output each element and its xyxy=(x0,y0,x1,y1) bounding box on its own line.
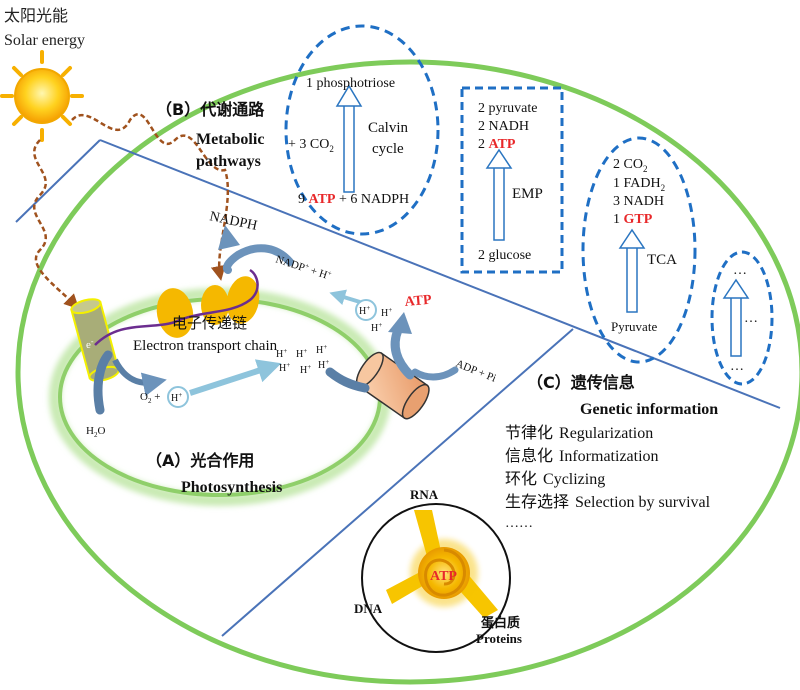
proton-label-7: H+ xyxy=(300,363,311,376)
tca-bottom: Pyruvate xyxy=(611,319,657,334)
emp-line1: 2 pyruvate xyxy=(478,101,537,116)
dogma-cycle-circle xyxy=(361,503,511,653)
atp-core xyxy=(418,547,470,599)
emp-up-arrow xyxy=(485,148,513,241)
proton-circle-2 xyxy=(167,386,189,408)
tca-line4: 1 GTP xyxy=(613,212,653,227)
electron-path xyxy=(94,268,259,346)
etc-protein-1 xyxy=(156,288,194,338)
section-a-label-cn: （A）光合作用 xyxy=(146,451,254,470)
atp-synthase-cylinder xyxy=(355,351,430,420)
cell-outline xyxy=(15,59,800,685)
section-c-label-cn: （C）遗传信息 xyxy=(527,373,635,392)
electron-label: e- xyxy=(86,337,94,351)
solar-label-en: Solar energy xyxy=(4,32,85,49)
atp-arrow-head xyxy=(388,312,412,334)
more-up-arrow xyxy=(722,278,750,357)
light-arrow-2 xyxy=(71,112,230,281)
genetic-ellipsis: …… xyxy=(505,516,533,531)
proton-label-8: H+ xyxy=(318,358,329,371)
water-label: H2O xyxy=(86,425,105,439)
emp-bottom: 2 glucose xyxy=(478,248,531,263)
adp-label: ADP + Pi xyxy=(454,358,498,385)
rna-label: RNA xyxy=(410,487,439,502)
water-split-arrow xyxy=(93,350,113,415)
tca-line1: 2 CO2 xyxy=(613,157,647,174)
divider-bc xyxy=(99,139,781,409)
calvin-name-1: Calvin xyxy=(368,120,408,136)
more-top: … xyxy=(733,263,747,278)
proton-label-4: H+ xyxy=(296,347,307,360)
nadph-arrow-head xyxy=(218,225,240,250)
tca-line2: 1 FADH2 xyxy=(613,176,665,193)
emp-line2: 2 NADH xyxy=(478,119,529,134)
atp-core-swirl xyxy=(424,548,466,597)
more-bottom: … xyxy=(730,359,744,374)
section-a-label-en: Photosynthesis xyxy=(181,479,282,496)
calvin-bottom: 9 ATP + 6 NADPH xyxy=(298,192,409,207)
proton-arrow xyxy=(189,359,282,396)
tca-oval xyxy=(581,136,697,364)
adp-arrow xyxy=(411,366,459,381)
calvin-cycle-oval xyxy=(284,24,440,236)
proton-label-3: H+ xyxy=(276,347,287,360)
section-b-label-en-1: Metabolic xyxy=(196,131,264,148)
proton-label-1: H+ xyxy=(381,306,392,319)
atp-label: ATP xyxy=(404,293,433,310)
calvin-up-arrow xyxy=(335,84,363,193)
calvin-co2: + 3 CO2 xyxy=(288,137,334,154)
proton-out-arrow xyxy=(329,289,361,305)
oxygen-arrow xyxy=(112,358,167,397)
nadph-label: NADPH xyxy=(208,209,258,234)
nadp-label: NADP+ + H+ xyxy=(274,252,333,282)
proton-label-2: H+ xyxy=(371,321,382,334)
etc-protein-2 xyxy=(201,285,229,325)
proton-circle-1 xyxy=(355,299,377,321)
proton-in-circle-1: H+ xyxy=(359,304,370,317)
dogma-atp-label: ATP xyxy=(430,569,457,584)
calvin-name-2: cycle xyxy=(372,141,404,157)
emp-line3: 2 ATP xyxy=(478,137,516,152)
solar-label-cn: 太阳光能 xyxy=(4,6,68,25)
nadph-arrow xyxy=(222,244,294,274)
protein-label-cn: 蛋白质 xyxy=(481,615,520,631)
light-arrow-1 xyxy=(33,139,80,310)
etc-protein-3 xyxy=(226,276,260,324)
etc-label-en: Electron transport chain xyxy=(133,338,278,354)
section-b-label-en-2: pathways xyxy=(196,153,261,170)
proton-flow-arrow xyxy=(325,367,370,393)
section-b-label-cn: （B）代谢通路 xyxy=(156,100,265,119)
etc-label-cn: 电子传递链 xyxy=(172,314,247,332)
proton-label-5: H+ xyxy=(316,343,327,356)
emp-box xyxy=(460,86,564,274)
proton-label-6: H+ xyxy=(279,361,290,374)
divider-ac xyxy=(221,328,574,637)
oxygen-label: O2 + xyxy=(140,391,160,405)
emp-name: EMP xyxy=(512,186,543,202)
tca-line3: 3 NADH xyxy=(613,194,664,209)
more-right: … xyxy=(744,311,758,326)
atp-arrow xyxy=(390,325,415,380)
calvin-top: 1 phosphotriose xyxy=(306,76,395,91)
more-pathways-oval xyxy=(710,250,774,386)
protein-label-en: Proteins xyxy=(476,631,522,646)
tca-name: TCA xyxy=(647,252,677,268)
divider-ab xyxy=(15,139,101,223)
sun-icon xyxy=(0,50,84,142)
dna-label: DNA xyxy=(354,601,383,616)
proton-in-circle-2: H+ xyxy=(171,391,182,404)
section-c-label-en: Genetic information xyxy=(580,401,718,418)
tca-up-arrow xyxy=(618,228,646,313)
